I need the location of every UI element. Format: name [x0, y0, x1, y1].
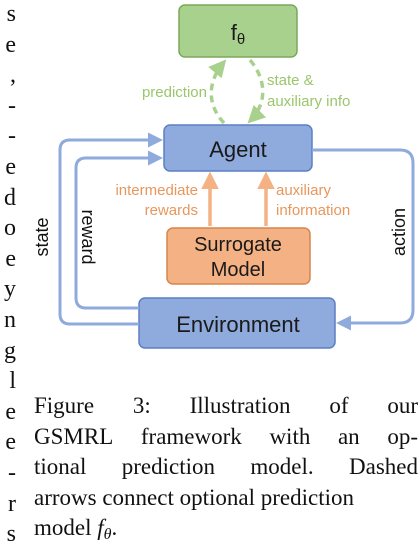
reward-loop-arrow — [74, 150, 163, 310]
margin-text-glyph: l — [9, 368, 16, 395]
reward-label: reward — [78, 209, 98, 264]
margin-text-glyph: y — [4, 276, 16, 303]
margin-text-glyph: - — [8, 123, 16, 150]
caption-word: prediction — [121, 454, 216, 479]
margin-text-glyph: e — [5, 245, 16, 272]
margin-text-glyph: - — [8, 460, 16, 486]
agent-label: Agent — [209, 137, 267, 162]
caption-word: our — [387, 393, 418, 418]
caption-word: GSMRL — [34, 423, 114, 449]
caption-word: Dashed — [349, 454, 418, 479]
caption-word: 3: — [132, 393, 151, 418]
surrogate-label-line1: Surrogate — [194, 234, 282, 256]
caption-line-5: model fθ. — [34, 513, 418, 551]
margin-text-glyph: n — [4, 307, 16, 333]
margin-text-glyph: g — [4, 337, 16, 364]
f-theta-subscript: θ — [237, 31, 245, 48]
state-aux-label-line2: auxiliary info — [267, 93, 350, 110]
margin-text-glyph: o — [4, 215, 16, 242]
margin-text-glyph: s — [6, 521, 16, 548]
caption-word: op- — [387, 423, 418, 449]
surrogate-label-line2: Model — [211, 259, 265, 281]
margin-text-glyph: e — [5, 398, 16, 425]
gsmrl-framework-diagram: fθ prediction state & auxiliary info Age… — [32, 4, 415, 349]
prediction-dashed-arrow — [208, 59, 227, 125]
margin-text-glyph: r — [8, 490, 16, 517]
margin-text-glyph: e — [5, 154, 16, 180]
caption-word: an — [337, 423, 360, 449]
action-loop-arrow — [312, 148, 415, 331]
caption-word: Figure — [34, 393, 95, 418]
margin-text-glyph: e — [5, 31, 16, 58]
caption-word: with — [269, 423, 311, 449]
auxiliary-label-line2: information — [276, 202, 350, 219]
state-aux-info-dashed-arrow — [247, 58, 267, 124]
f-theta-label: f — [231, 20, 238, 45]
surrogate-model-node: Surrogate Model — [166, 227, 311, 285]
action-label: action — [389, 208, 409, 256]
intermediate-label-line2: rewards — [145, 202, 198, 219]
agent-node: Agent — [163, 124, 313, 172]
prediction-label: prediction — [142, 84, 207, 101]
caption-line-2: GSMRL framework with an op- — [34, 422, 418, 453]
caption-word: model — [34, 515, 98, 540]
caption-line-1: Figure 3: Illustration of our — [34, 391, 418, 422]
svg-text:fθ: fθ — [231, 20, 245, 48]
caption-word: tional — [34, 454, 87, 479]
caption-math-subscript: θ — [103, 526, 112, 543]
state-label: state — [32, 217, 52, 256]
margin-text-glyph: s — [6, 1, 16, 27]
environment-label: Environment — [176, 312, 300, 337]
environment-node: Environment — [138, 297, 336, 349]
caption-line-4: arrows connect optional prediction — [34, 484, 354, 510]
caption-math-f: f — [97, 515, 104, 540]
margin-text-glyph: e — [5, 429, 16, 456]
auxiliary-label-line1: auxiliary — [276, 182, 332, 199]
intermediate-label-line1: intermediate — [115, 182, 198, 199]
state-loop-arrow — [58, 132, 163, 326]
f-theta-node: fθ — [178, 4, 298, 58]
caption-word: framework — [140, 423, 242, 449]
caption-line-3: tional prediction model. Dashed — [34, 452, 418, 483]
figure-caption: Figure 3: Illustration of our GSMRL fram… — [34, 391, 418, 551]
margin-text-glyph: , — [10, 62, 16, 89]
margin-text-glyph: - — [8, 92, 16, 119]
state-aux-label-line1: state & — [267, 72, 314, 89]
margin-text-glyph: d — [4, 184, 16, 211]
caption-word: model. — [250, 454, 314, 479]
caption-period: . — [111, 515, 118, 540]
caption-word: of — [329, 393, 349, 418]
caption-word: Illustration — [189, 393, 291, 418]
